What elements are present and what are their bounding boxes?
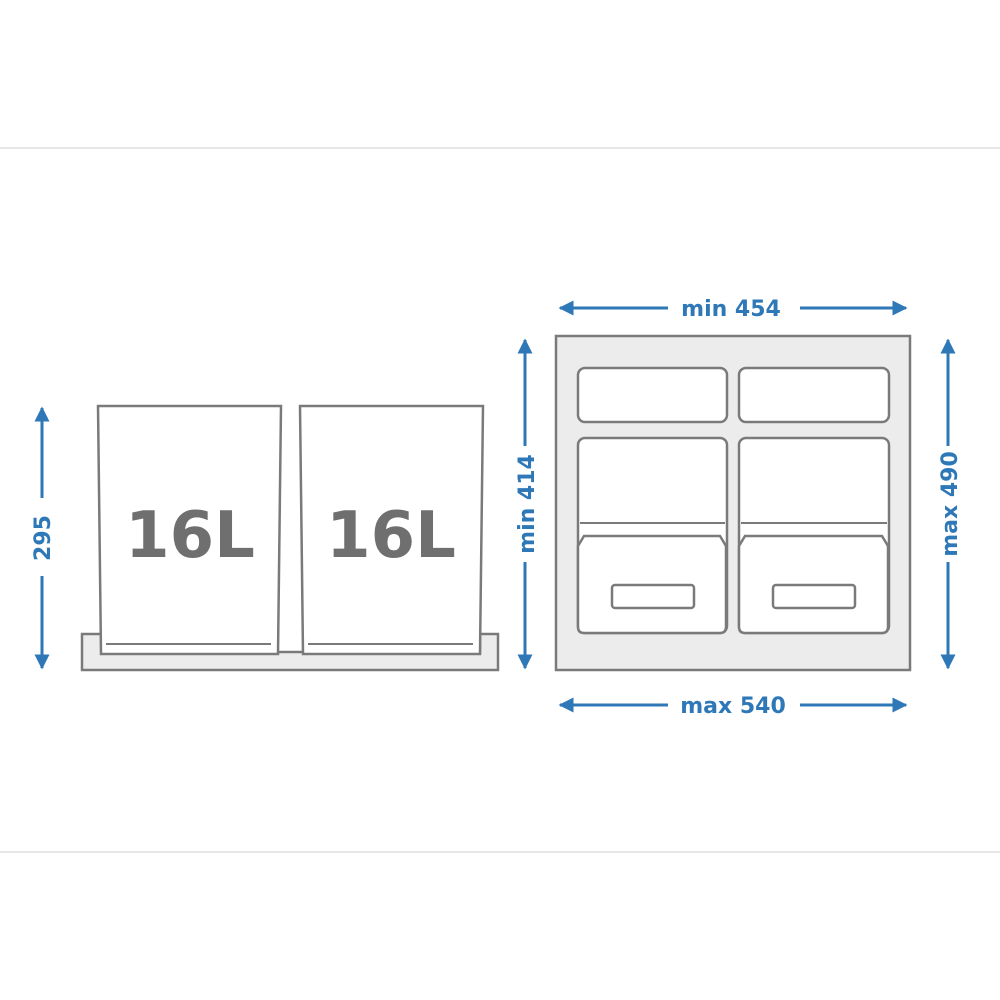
- bin-set: 16L 16L: [80, 404, 500, 672]
- lid-slot-left: [576, 366, 729, 424]
- dimension-bin-height-label: 295: [31, 515, 56, 561]
- dimension-frame-height-max: max 490: [938, 338, 963, 670]
- dimension-height-min-label: min 414: [515, 454, 540, 554]
- dimension-frame-height-min: min 414: [515, 338, 540, 670]
- lid-slot-right: [737, 366, 891, 424]
- bin-right-body: [298, 404, 485, 656]
- bin-left: 16L: [96, 404, 283, 656]
- handle-left: [610, 583, 696, 610]
- dimension-height-max-label: max 490: [938, 451, 963, 557]
- bin-left-volume-label: 16L: [125, 499, 255, 573]
- dimension-width-max-label: max 540: [680, 694, 786, 719]
- bin-right: 16L: [298, 404, 485, 656]
- dimension-bin-height: 295: [31, 406, 56, 670]
- bin-left-body: [96, 404, 283, 656]
- dimension-frame-width-max: max 540: [558, 694, 908, 719]
- dimension-width-min-label: min 454: [681, 297, 781, 322]
- dimension-frame-width-min: min 454: [558, 297, 908, 322]
- frame-top-view: [554, 334, 912, 672]
- handle-right: [771, 583, 857, 610]
- bin-right-volume-label: 16L: [326, 499, 456, 573]
